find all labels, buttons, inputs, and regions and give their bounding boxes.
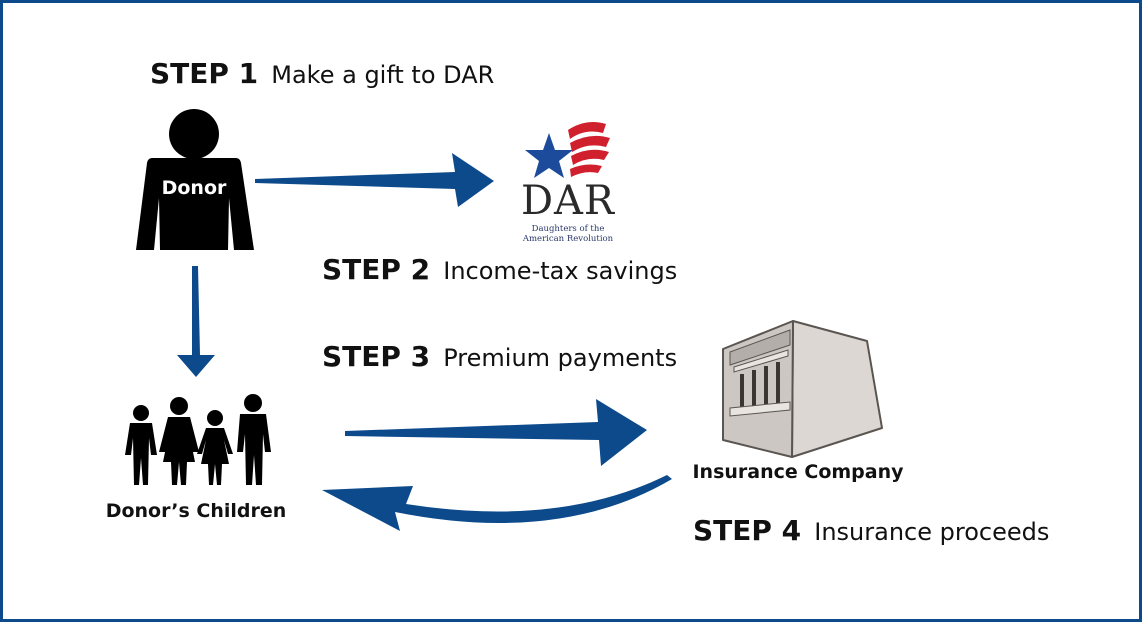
- step-3-number: STEP 3: [322, 340, 430, 373]
- step-2-number: STEP 2: [322, 253, 430, 286]
- arrow-insurance-to-children: [322, 475, 672, 531]
- dar-flag-stripe-2: [570, 135, 610, 152]
- step-3-caption: STEP 3 Premium payments: [322, 340, 677, 373]
- step-1-description: Make a gift to DAR: [271, 61, 494, 89]
- step-4-caption: STEP 4 Insurance proceeds: [693, 514, 1049, 547]
- insurance-company-label: Insurance Company: [692, 461, 904, 483]
- arrow-children-to-insurance: [345, 399, 647, 466]
- donor-label: Donor: [162, 177, 227, 199]
- step-2-caption: STEP 2 Income-tax savings: [322, 253, 677, 286]
- dar-flag-stripe-3: [571, 149, 609, 165]
- dar-logo: DAR Daughters of the American Revolution: [521, 122, 616, 244]
- arrow-donor-to-dar: [255, 153, 494, 207]
- star-icon: [525, 133, 573, 178]
- step-4-description: Insurance proceeds: [814, 518, 1049, 546]
- donor-head: [169, 109, 219, 159]
- children-label: Donor’s Children: [106, 500, 287, 522]
- child-figure-2: [159, 397, 199, 485]
- dar-flag-stripe-1: [568, 122, 606, 139]
- child-figure-1: [125, 405, 157, 485]
- step-4-number: STEP 4: [693, 514, 801, 547]
- arrow-donor-to-children: [177, 266, 215, 377]
- step-1-number: STEP 1: [150, 57, 258, 90]
- child-figure-4: [237, 394, 271, 485]
- step-1-caption: STEP 1 Make a gift to DAR: [150, 57, 494, 90]
- children-figures: [125, 394, 271, 485]
- donor-body: [136, 158, 254, 250]
- dar-acronym: DAR: [521, 178, 616, 224]
- dar-name-line-1: Daughters of the: [532, 224, 605, 234]
- child-figure-3: [197, 410, 233, 485]
- step-2-description: Income-tax savings: [443, 257, 677, 285]
- step-3-description: Premium payments: [443, 344, 677, 372]
- dar-flag-stripe-4: [570, 164, 602, 177]
- dar-name-line-2: American Revolution: [522, 234, 614, 244]
- donor-figure: Donor: [136, 109, 254, 250]
- insurance-building-icon: [722, 320, 883, 458]
